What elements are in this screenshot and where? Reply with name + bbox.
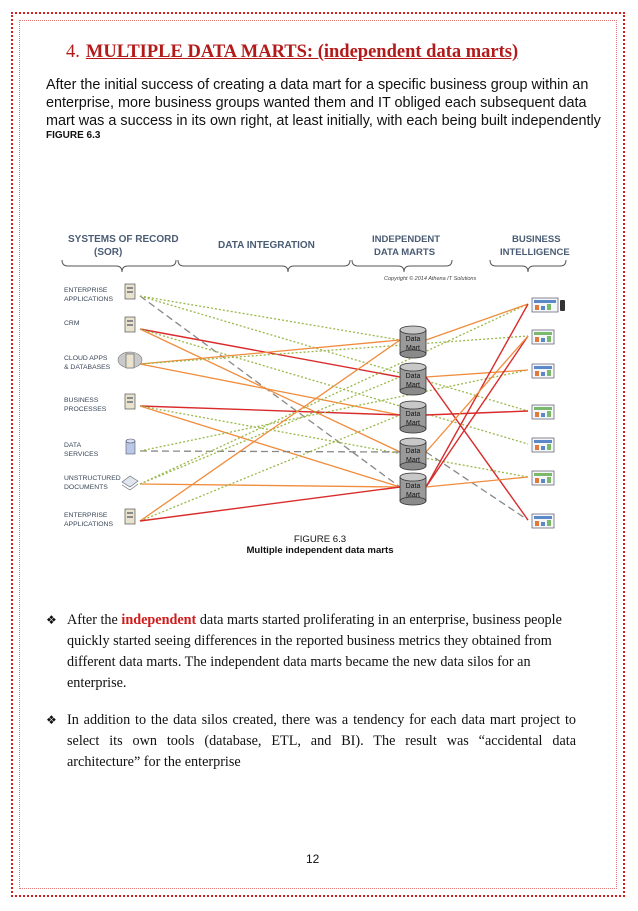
mart-label-line1: Data [406, 448, 421, 455]
connector-line-13 [140, 451, 400, 452]
connection-lines [140, 296, 528, 521]
connector-line-2 [140, 296, 400, 487]
mart-label-line2: Mart [406, 382, 420, 389]
report-chart-icon [532, 330, 554, 344]
mart-label-line1: Data [406, 336, 421, 343]
source-system-5: DATA SERVICES [64, 439, 135, 458]
mart-label-line2: Mart [406, 492, 420, 499]
bullet-text-1: After the independent data marts started… [67, 610, 576, 694]
source-system-6: UNSTRUCTURED DOCUMENTS [64, 475, 138, 491]
connector-line-28 [426, 336, 528, 452]
source-label-line1: CRM [64, 320, 80, 327]
connector-line-4 [140, 329, 400, 377]
analytics-screen-icon [532, 405, 554, 419]
source-label-line2: & DATABASES [64, 364, 111, 371]
mart-label-line2: Mart [406, 345, 420, 352]
header-marts-line1: INDEPENDENT [372, 234, 440, 245]
document-chart-icon [532, 364, 554, 378]
source-label-line2: APPLICATIONS [64, 296, 113, 303]
highlight-word: independent [121, 612, 196, 628]
source-label-line1: ENTERPRISE [64, 512, 108, 519]
connector-line-21 [426, 304, 528, 340]
brace-marts [352, 260, 452, 272]
source-label-line2: PROCESSES [64, 406, 107, 413]
brace-bi [490, 260, 566, 272]
brace-integration [178, 260, 350, 272]
database-icon [126, 439, 135, 454]
source-label-line2: APPLICATIONS [64, 521, 113, 528]
data-marts-diagram: SYSTEMS OF RECORD (SOR) DATA INTEGRATION… [60, 222, 582, 540]
source-system-4: BUSINESS PROCESSES [64, 394, 135, 413]
connector-line-1 [140, 296, 400, 340]
figure-label: FIGURE 6.3 [46, 130, 100, 141]
connector-line-25 [426, 304, 528, 487]
bullet-text-1-start: After the [67, 612, 121, 628]
caption-figure-number: FIGURE 6.3 [140, 534, 500, 545]
cloud-server-icon [118, 352, 142, 368]
dashboard-screen-icon [532, 298, 565, 312]
server-icon [125, 394, 135, 409]
intro-paragraph: After the initial success of creating a … [46, 76, 606, 130]
header-bi-line1: BUSINESS [512, 234, 561, 245]
copyright-note: Copyright © 2014 Athena IT Solutions [384, 275, 476, 282]
mart-label-line1: Data [406, 483, 421, 490]
connector-line-16 [140, 484, 400, 487]
bullet-item-1: ❖ After the independent data marts start… [46, 610, 576, 694]
connector-line-20 [140, 487, 400, 521]
source-system-2: CRM [64, 317, 135, 332]
bullet-text-2: In addition to the data silos created, t… [67, 710, 576, 773]
header-integration: DATA INTEGRATION [218, 240, 315, 251]
source-label-line2: DOCUMENTS [64, 484, 108, 491]
header-sor-line1: SYSTEMS OF RECORD [68, 234, 179, 245]
source-systems: ENTERPRISE APPLICATIONS CRM CLOUD APPS & DAT… [64, 284, 142, 528]
source-label-line1: DATA [64, 442, 82, 449]
mart-label-line1: Data [406, 373, 421, 380]
server-icon [125, 317, 135, 332]
bullet-marker-icon: ❖ [46, 610, 57, 631]
mart-label-line2: Mart [406, 420, 420, 427]
bullet-marker-icon: ❖ [46, 710, 57, 731]
documents-icon [122, 476, 138, 490]
figure-caption: FIGURE 6.3 Multiple independent data mar… [140, 534, 500, 556]
scorecard-screen-icon [532, 438, 554, 452]
bi-outputs [532, 298, 565, 528]
source-system-3: CLOUD APPS & DATABASES [64, 352, 142, 371]
header-bi-line2: INTELLIGENCE [500, 247, 570, 258]
header-sor-line2: (SOR) [94, 247, 122, 258]
page-number: 12 [306, 852, 319, 866]
mart-label-line2: Mart [406, 457, 420, 464]
source-label-line1: UNSTRUCTURED [64, 475, 121, 482]
source-label-line1: BUSINESS [64, 397, 99, 404]
connector-line-18 [140, 340, 400, 521]
connector-line-27 [426, 377, 528, 520]
caption-title: Multiple independent data marts [140, 545, 500, 556]
section-number: 4. [66, 42, 80, 62]
source-label-line2: SERVICES [64, 451, 99, 458]
source-label-line1: CLOUD APPS [64, 355, 108, 362]
brace-sor [62, 260, 176, 272]
section-title: MULTIPLE DATA MARTS: (independent data m… [86, 42, 518, 62]
report-grid-icon [532, 471, 554, 485]
source-system-1: ENTERPRISE APPLICATIONS [64, 284, 135, 303]
source-label-line1: ENTERPRISE [64, 287, 108, 294]
connector-line-7 [140, 340, 400, 364]
section-heading: 4. MULTIPLE DATA MARTS: (independent data… [66, 42, 518, 63]
mart-label-line1: Data [406, 411, 421, 418]
server-icon [125, 509, 135, 524]
server-icon [125, 284, 135, 299]
bullet-item-2: ❖ In addition to the data silos created,… [46, 710, 576, 773]
spreadsheet-icon [532, 514, 554, 528]
header-marts-line2: DATA MARTS [374, 247, 435, 258]
source-system-7: ENTERPRISE APPLICATIONS [64, 509, 135, 528]
